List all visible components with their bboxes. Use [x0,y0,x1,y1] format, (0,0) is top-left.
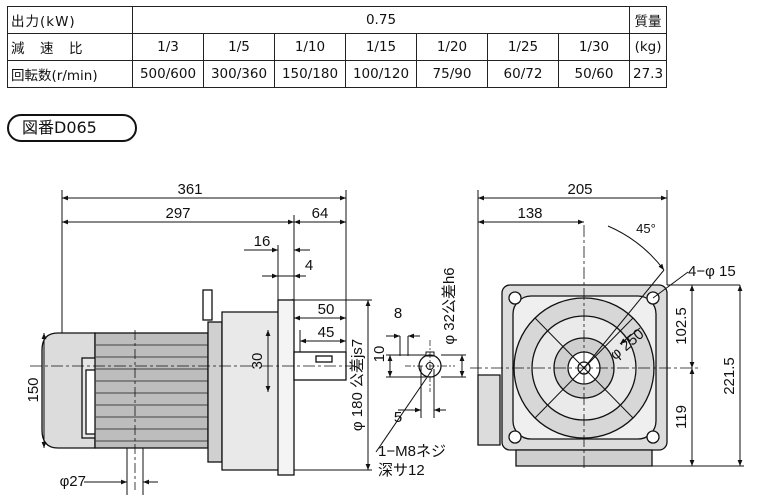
ratio-cell: 1/10 [274,33,346,61]
dim-297: 297 [165,205,190,222]
speed-cell: 60/72 [487,60,559,88]
mount-hole [508,430,522,444]
ratio-cell: 1/20 [416,33,488,61]
output-label: 出力(kW) [7,6,133,34]
speed-label: 回転数(r/min) [7,60,133,88]
dim-10: 10 [371,346,388,363]
dim-angle: 45° [636,221,656,236]
table-row: 出力(kW) 0.75 質量 [7,6,668,34]
dim-32: φ 32公差h6 [441,267,458,344]
speed-cell: 50/60 [558,60,630,88]
dim-5: 5 [394,409,402,426]
dim-64: 64 [312,205,329,222]
shaft-detail [375,333,466,453]
side-view-dimensions [41,190,372,495]
dim-150: 150 [25,377,42,402]
speed-cell: 300/360 [203,60,275,88]
weight-value: 27.3 [628,60,668,88]
dim-180: φ 180 公差js7 [349,339,366,431]
tap-depth-label: 深サ12 [378,462,425,479]
dim-205: 205 [567,181,592,198]
shaft-detail-labels: 8 10 5 φ 32公差h6 1−M8ネジ 深サ12 [371,267,458,479]
dim-361: 361 [177,181,202,198]
motor-body [94,332,209,449]
ratio-cell: 1/15 [345,33,417,61]
dim-8: 8 [394,305,402,322]
dim-50: 50 [318,301,335,318]
motor-flange [207,321,223,463]
speed-cell: 500/600 [132,60,204,88]
output-value: 0.75 [132,6,630,34]
dim-138: 138 [517,205,542,222]
weight-unit: (kg) [628,33,668,61]
front-view [470,225,700,470]
dim-16: 16 [254,233,271,250]
dim-45: 45 [318,324,335,341]
dim-102-5: 102.5 [673,307,690,345]
speed-cell: 100/120 [345,60,417,88]
motor-side-body [477,374,501,446]
figure-number-badge: 図番D065 [7,114,137,142]
ratio-label: 減 速 比 [7,33,133,61]
front-view-dimensions [477,190,744,467]
tap-size-label: 1−M8ネジ [378,443,446,460]
mount-hole [646,430,660,444]
table-row: 減 速 比 1/3 1/5 1/10 1/15 1/20 1/25 1/30 (… [7,33,668,61]
table-row: 回転数(r/min) 500/600 300/360 150/180 100/1… [7,60,668,88]
dim-27: φ27 [60,473,86,490]
mount-hole [508,291,522,305]
output-flange [277,299,295,476]
side-view [30,289,355,490]
dim-holes: 4−φ 15 [688,263,736,280]
dim-4: 4 [305,257,313,274]
ratio-cell: 1/30 [558,33,630,61]
speed-cell: 75/90 [416,60,488,88]
dim-119: 119 [673,405,690,429]
spec-table: 出力(kW) 0.75 質量 減 速 比 1/3 1/5 1/10 1/15 1… [7,6,668,88]
dim-30: 30 [249,353,266,370]
dim-221-5: 221.5 [721,357,738,395]
ratio-cell: 1/25 [487,33,559,61]
side-view-labels: 361 297 64 16 4 50 45 30 150 φ 180 公差js7… [25,181,366,490]
speed-cell: 150/180 [274,60,346,88]
